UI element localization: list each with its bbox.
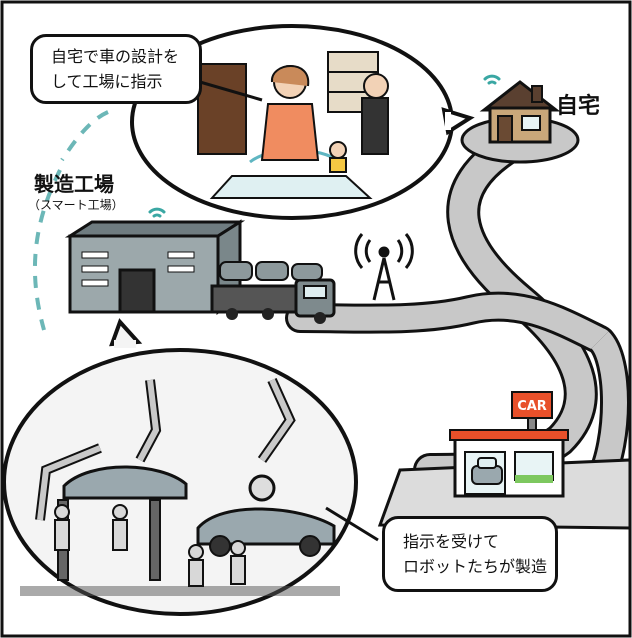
connection-line: [32, 169, 62, 331]
callout-line: ロボットたちが製造: [403, 557, 548, 576]
house: [479, 80, 561, 144]
home-design-callout: 自宅で車の設計を して工場に指示: [30, 34, 202, 104]
wifi-icons: [148, 74, 501, 218]
callout-line: 自宅で車の設計を: [51, 47, 180, 66]
factory-sublabel: （スマート工場）: [28, 198, 124, 212]
callout-line: 指示を受けて: [403, 532, 500, 551]
factory-floor-bubble: [2, 318, 358, 616]
factory-label: 製造工場: [34, 172, 114, 196]
callout-line: して工場に指示: [51, 72, 163, 91]
car-store: [377, 391, 632, 530]
store-sign-text: CAR: [517, 399, 547, 414]
home-label: 自宅: [556, 94, 601, 119]
home-pointer: [199, 80, 263, 102]
robots-callout: 指示を受けて ロボットたちが製造: [382, 516, 558, 592]
home-scene-bubble: [130, 24, 475, 220]
robots-pointer: [325, 506, 379, 542]
antenna-icon: [354, 233, 414, 301]
car-carrier-truck: [210, 261, 336, 324]
